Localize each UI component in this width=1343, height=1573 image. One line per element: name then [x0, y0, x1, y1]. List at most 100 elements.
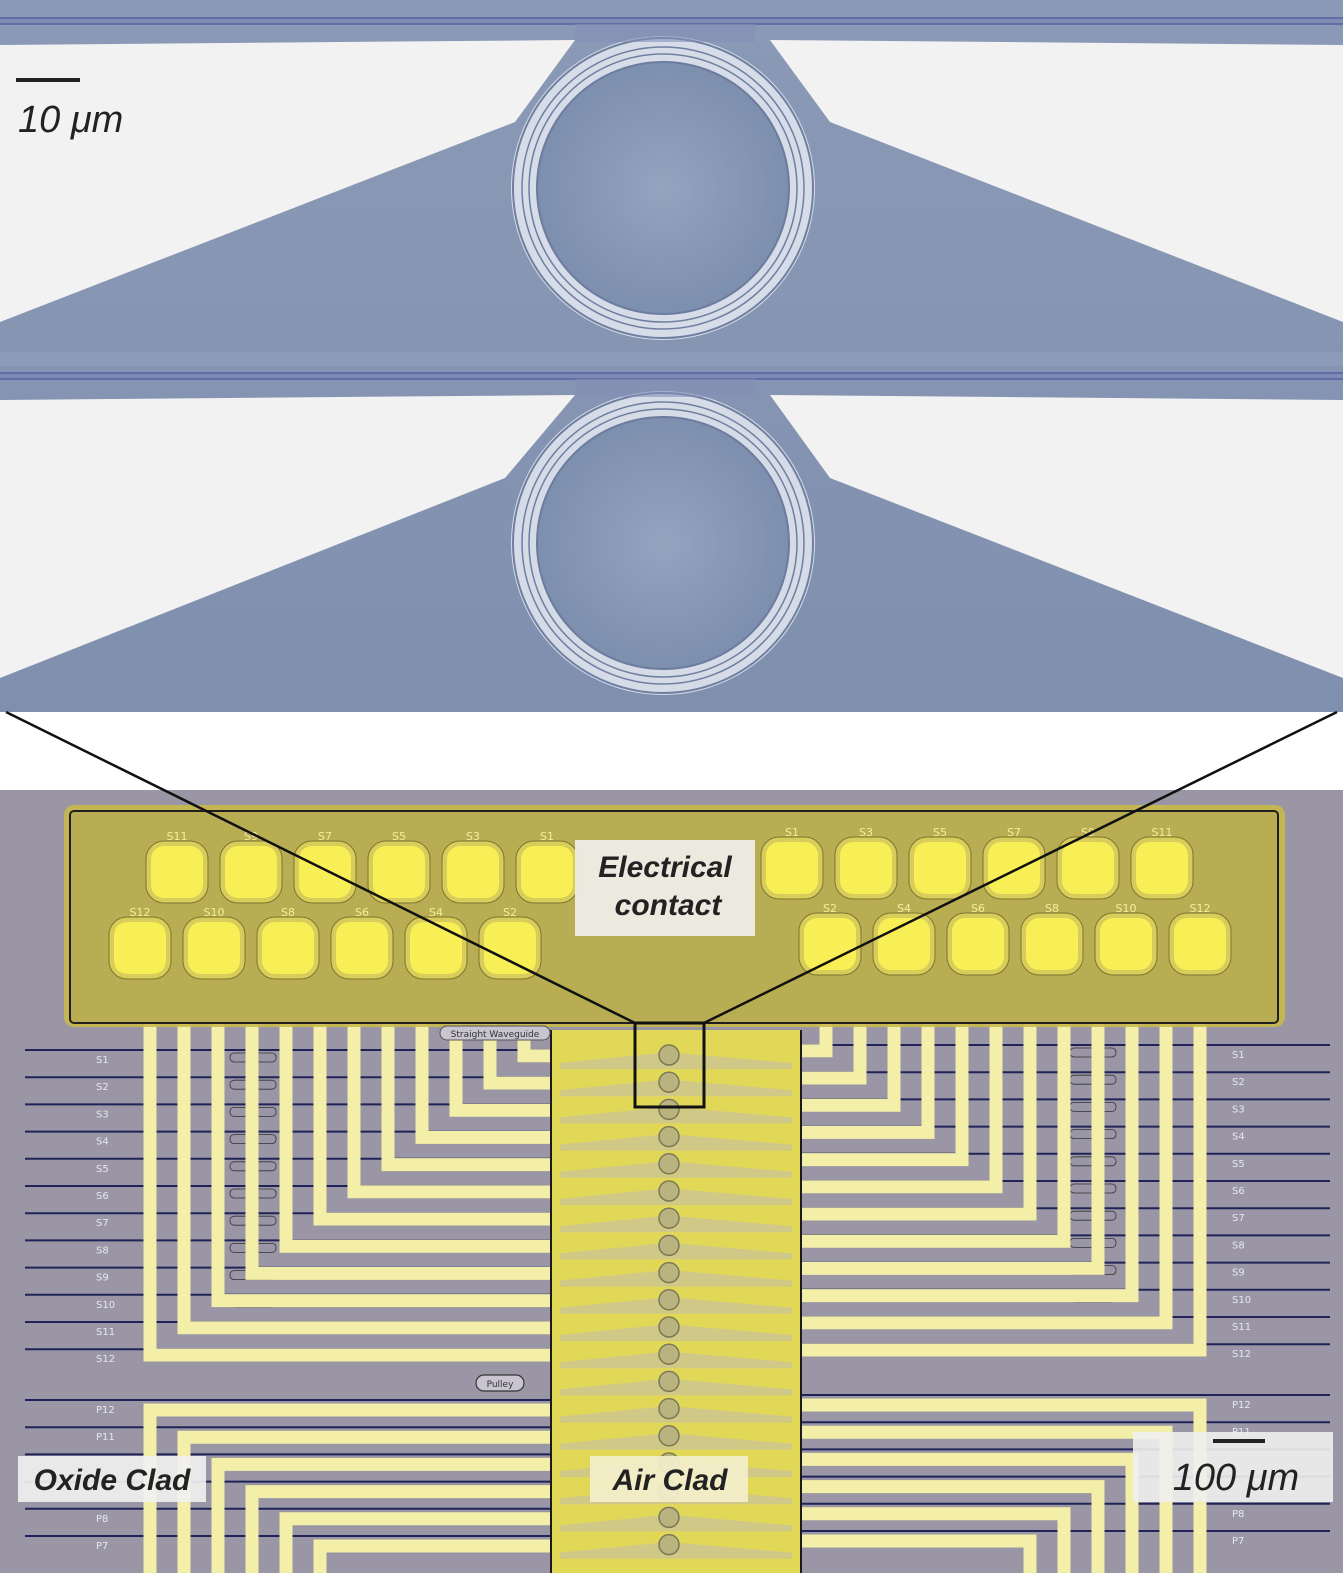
- contact-pad: [1136, 842, 1188, 894]
- contact-pad: [766, 842, 818, 894]
- contact-pad: [373, 846, 425, 898]
- pad-label: S7: [1007, 826, 1021, 839]
- center-ring: [658, 1180, 680, 1202]
- wire-trace-right: [801, 1000, 935, 1139]
- contact-pad: [410, 922, 462, 974]
- waveguide-label-left: S8: [96, 1245, 109, 1256]
- waveguide-label-left: S4: [96, 1137, 109, 1148]
- waveguide-label-right: S3: [1232, 1104, 1245, 1115]
- wire-trace-right: [801, 1000, 901, 1112]
- scale-bar-100um: 100 μm: [1133, 1432, 1333, 1502]
- contact-pad: [484, 922, 536, 974]
- wire-trace-right: [801, 1000, 969, 1167]
- pad-label: S1: [540, 830, 554, 843]
- pad-label: S6: [971, 902, 985, 915]
- pad-label: S6: [355, 906, 369, 919]
- wire-trace-right: [801, 1398, 1207, 1573]
- contact-pad: [262, 922, 314, 974]
- wire-trace-right: [801, 1000, 1105, 1275]
- wire-trace-right: [801, 1507, 1071, 1573]
- waveguide-label-left: S2: [96, 1082, 109, 1093]
- waveguide-label-right: S2: [1232, 1077, 1245, 1088]
- electrical-contact-line1: Electrical: [598, 851, 732, 884]
- wire-trace-left: [347, 1000, 551, 1199]
- pad-label: S11: [1152, 826, 1173, 839]
- waveguide-label-left: S1: [96, 1055, 109, 1066]
- wire-trace-right: [801, 1000, 1037, 1221]
- contact-pad: [840, 842, 892, 894]
- chip-tag-straight-text: Straight Waveguide: [451, 1030, 540, 1040]
- wire-trace-left: [279, 1000, 551, 1253]
- center-ring: [658, 1343, 680, 1365]
- center-ring: [658, 1044, 680, 1066]
- chip-tag-pulley: Pulley: [475, 1374, 525, 1392]
- waveguide-label-left: S12: [96, 1354, 115, 1365]
- contact-pad: [1026, 918, 1078, 970]
- resonator-unit-lower: [0, 372, 1343, 695]
- center-ring: [658, 1207, 680, 1229]
- pad-label: S12: [1190, 902, 1211, 915]
- oxide-clad-label: Oxide Clad: [18, 1456, 206, 1502]
- pad-label: S1: [785, 826, 799, 839]
- top-zoom-panel: 10 μm: [0, 0, 1343, 712]
- waveguide-label-left: S3: [96, 1109, 109, 1120]
- waveguide-label-left: S7: [96, 1218, 109, 1229]
- wire-trace-left: [279, 1512, 551, 1573]
- pad-label: S10: [1116, 902, 1137, 915]
- wire-trace-right: [801, 1000, 1071, 1248]
- waveguide-label-left: P7: [96, 1541, 108, 1552]
- pad-label: S9: [244, 830, 258, 843]
- waveguide-label-right: S5: [1232, 1159, 1245, 1170]
- pad-label: S10: [204, 906, 225, 919]
- waveguide-label-right: S1: [1232, 1050, 1245, 1061]
- wire-trace-right: [801, 1000, 1003, 1194]
- pad-label: S5: [392, 830, 406, 843]
- wire-trace-left: [245, 1485, 551, 1573]
- waveguide-label-left: S6: [96, 1191, 109, 1202]
- contact-pad: [151, 846, 203, 898]
- wire-trace-left: [211, 1000, 551, 1308]
- waveguide-label-right: S7: [1232, 1213, 1245, 1224]
- oxide-clad-text: Oxide Clad: [34, 1464, 191, 1497]
- center-ring: [658, 1153, 680, 1175]
- wire-trace-right: [801, 1480, 1105, 1573]
- wire-trace-left: [177, 1000, 551, 1335]
- center-ring: [658, 1234, 680, 1257]
- waveguide-label-left: P8: [96, 1514, 108, 1525]
- waveguide-label-left: P11: [96, 1432, 115, 1443]
- waveguide-label-right: P7: [1232, 1536, 1244, 1547]
- wire-trace-right: [801, 1000, 1173, 1330]
- zoom-line-right: [703, 710, 1338, 1025]
- waveguide-label-right: S6: [1232, 1186, 1245, 1197]
- air-clad-label: Air Clad: [590, 1456, 748, 1502]
- scale-bar-10um-label: 10 μm: [18, 99, 123, 141]
- waveguide-label-left: S10: [96, 1300, 115, 1311]
- waveguide-label-left: P12: [96, 1405, 115, 1416]
- contact-pad: [447, 846, 499, 898]
- center-ring: [658, 1506, 680, 1529]
- chip-tag-pulley-text: Pulley: [487, 1380, 515, 1390]
- wire-trace-left: [143, 1000, 551, 1362]
- contact-pad: [114, 922, 166, 974]
- contact-pad: [299, 846, 351, 898]
- waveguide-label-right: S9: [1232, 1268, 1245, 1279]
- pad-label: S8: [1045, 902, 1059, 915]
- wire-trace-left: [313, 1000, 551, 1226]
- resonator-unit-upper: [0, 17, 1343, 340]
- contact-pad: [225, 846, 277, 898]
- contact-pad: [188, 922, 240, 974]
- pad-label: S8: [281, 906, 295, 919]
- waveguide-label-right: S10: [1232, 1295, 1251, 1306]
- wire-trace-right: [801, 1000, 1139, 1303]
- waveguide-label-right: S4: [1232, 1132, 1245, 1143]
- waveguide-label-right: P8: [1232, 1509, 1244, 1520]
- wire-trace-left: [143, 1403, 551, 1573]
- waveguide-label-right: S12: [1232, 1349, 1251, 1360]
- pad-label: S11: [167, 830, 188, 843]
- pad-label: S5: [933, 826, 947, 839]
- contact-pad: [1174, 918, 1226, 970]
- center-ring: [658, 1071, 680, 1093]
- wire-trace-right: [801, 1000, 1207, 1357]
